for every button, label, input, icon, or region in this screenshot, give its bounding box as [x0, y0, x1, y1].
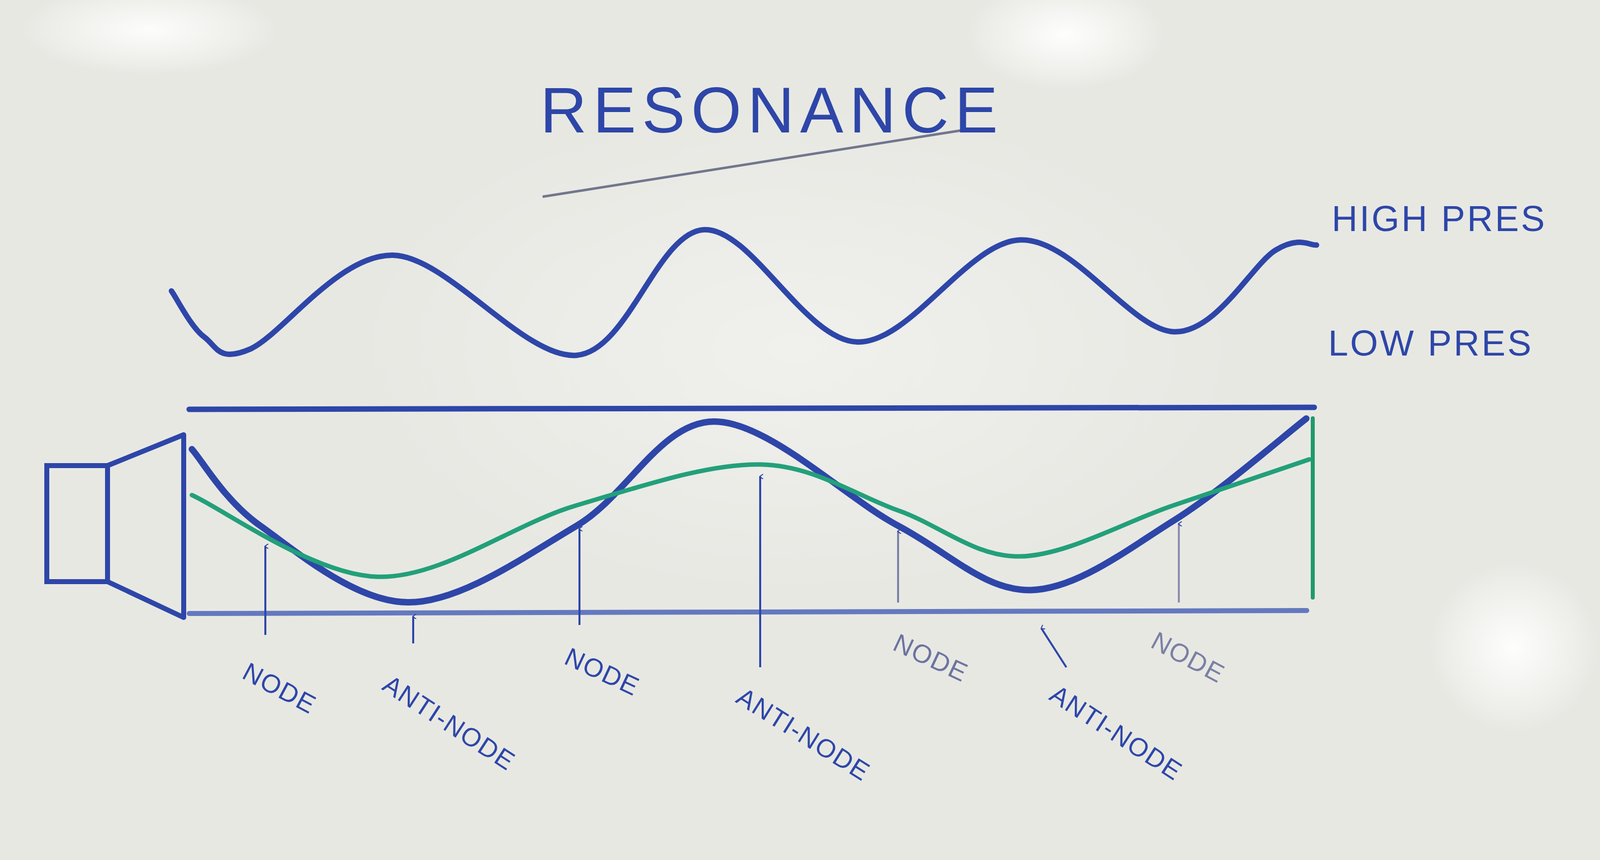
antinode-label: ANTI-NODE	[1044, 679, 1188, 787]
node-label: NODE	[889, 628, 973, 688]
node-label: NODE	[560, 642, 645, 702]
leader-arrows	[265, 476, 1179, 668]
standing-wave	[191, 459, 1310, 577]
node-label: NODE	[237, 657, 322, 720]
antinode-label: ANTI-NODE	[377, 669, 521, 777]
pressure-label: HIGH PRES	[1331, 199, 1547, 239]
node-label: NODE	[1146, 626, 1230, 689]
title: RESONANCE	[540, 74, 1004, 146]
antinode-label: ANTI-NODE	[731, 682, 876, 787]
speaker-magnet	[46, 465, 108, 582]
tube-wall	[189, 407, 1315, 410]
pressure-label: LOW PRES	[1328, 323, 1534, 363]
tube-end-cap	[1310, 418, 1315, 598]
pressure-wave	[171, 229, 1317, 356]
tube-wall	[189, 610, 1307, 614]
speaker-cone	[107, 434, 184, 618]
